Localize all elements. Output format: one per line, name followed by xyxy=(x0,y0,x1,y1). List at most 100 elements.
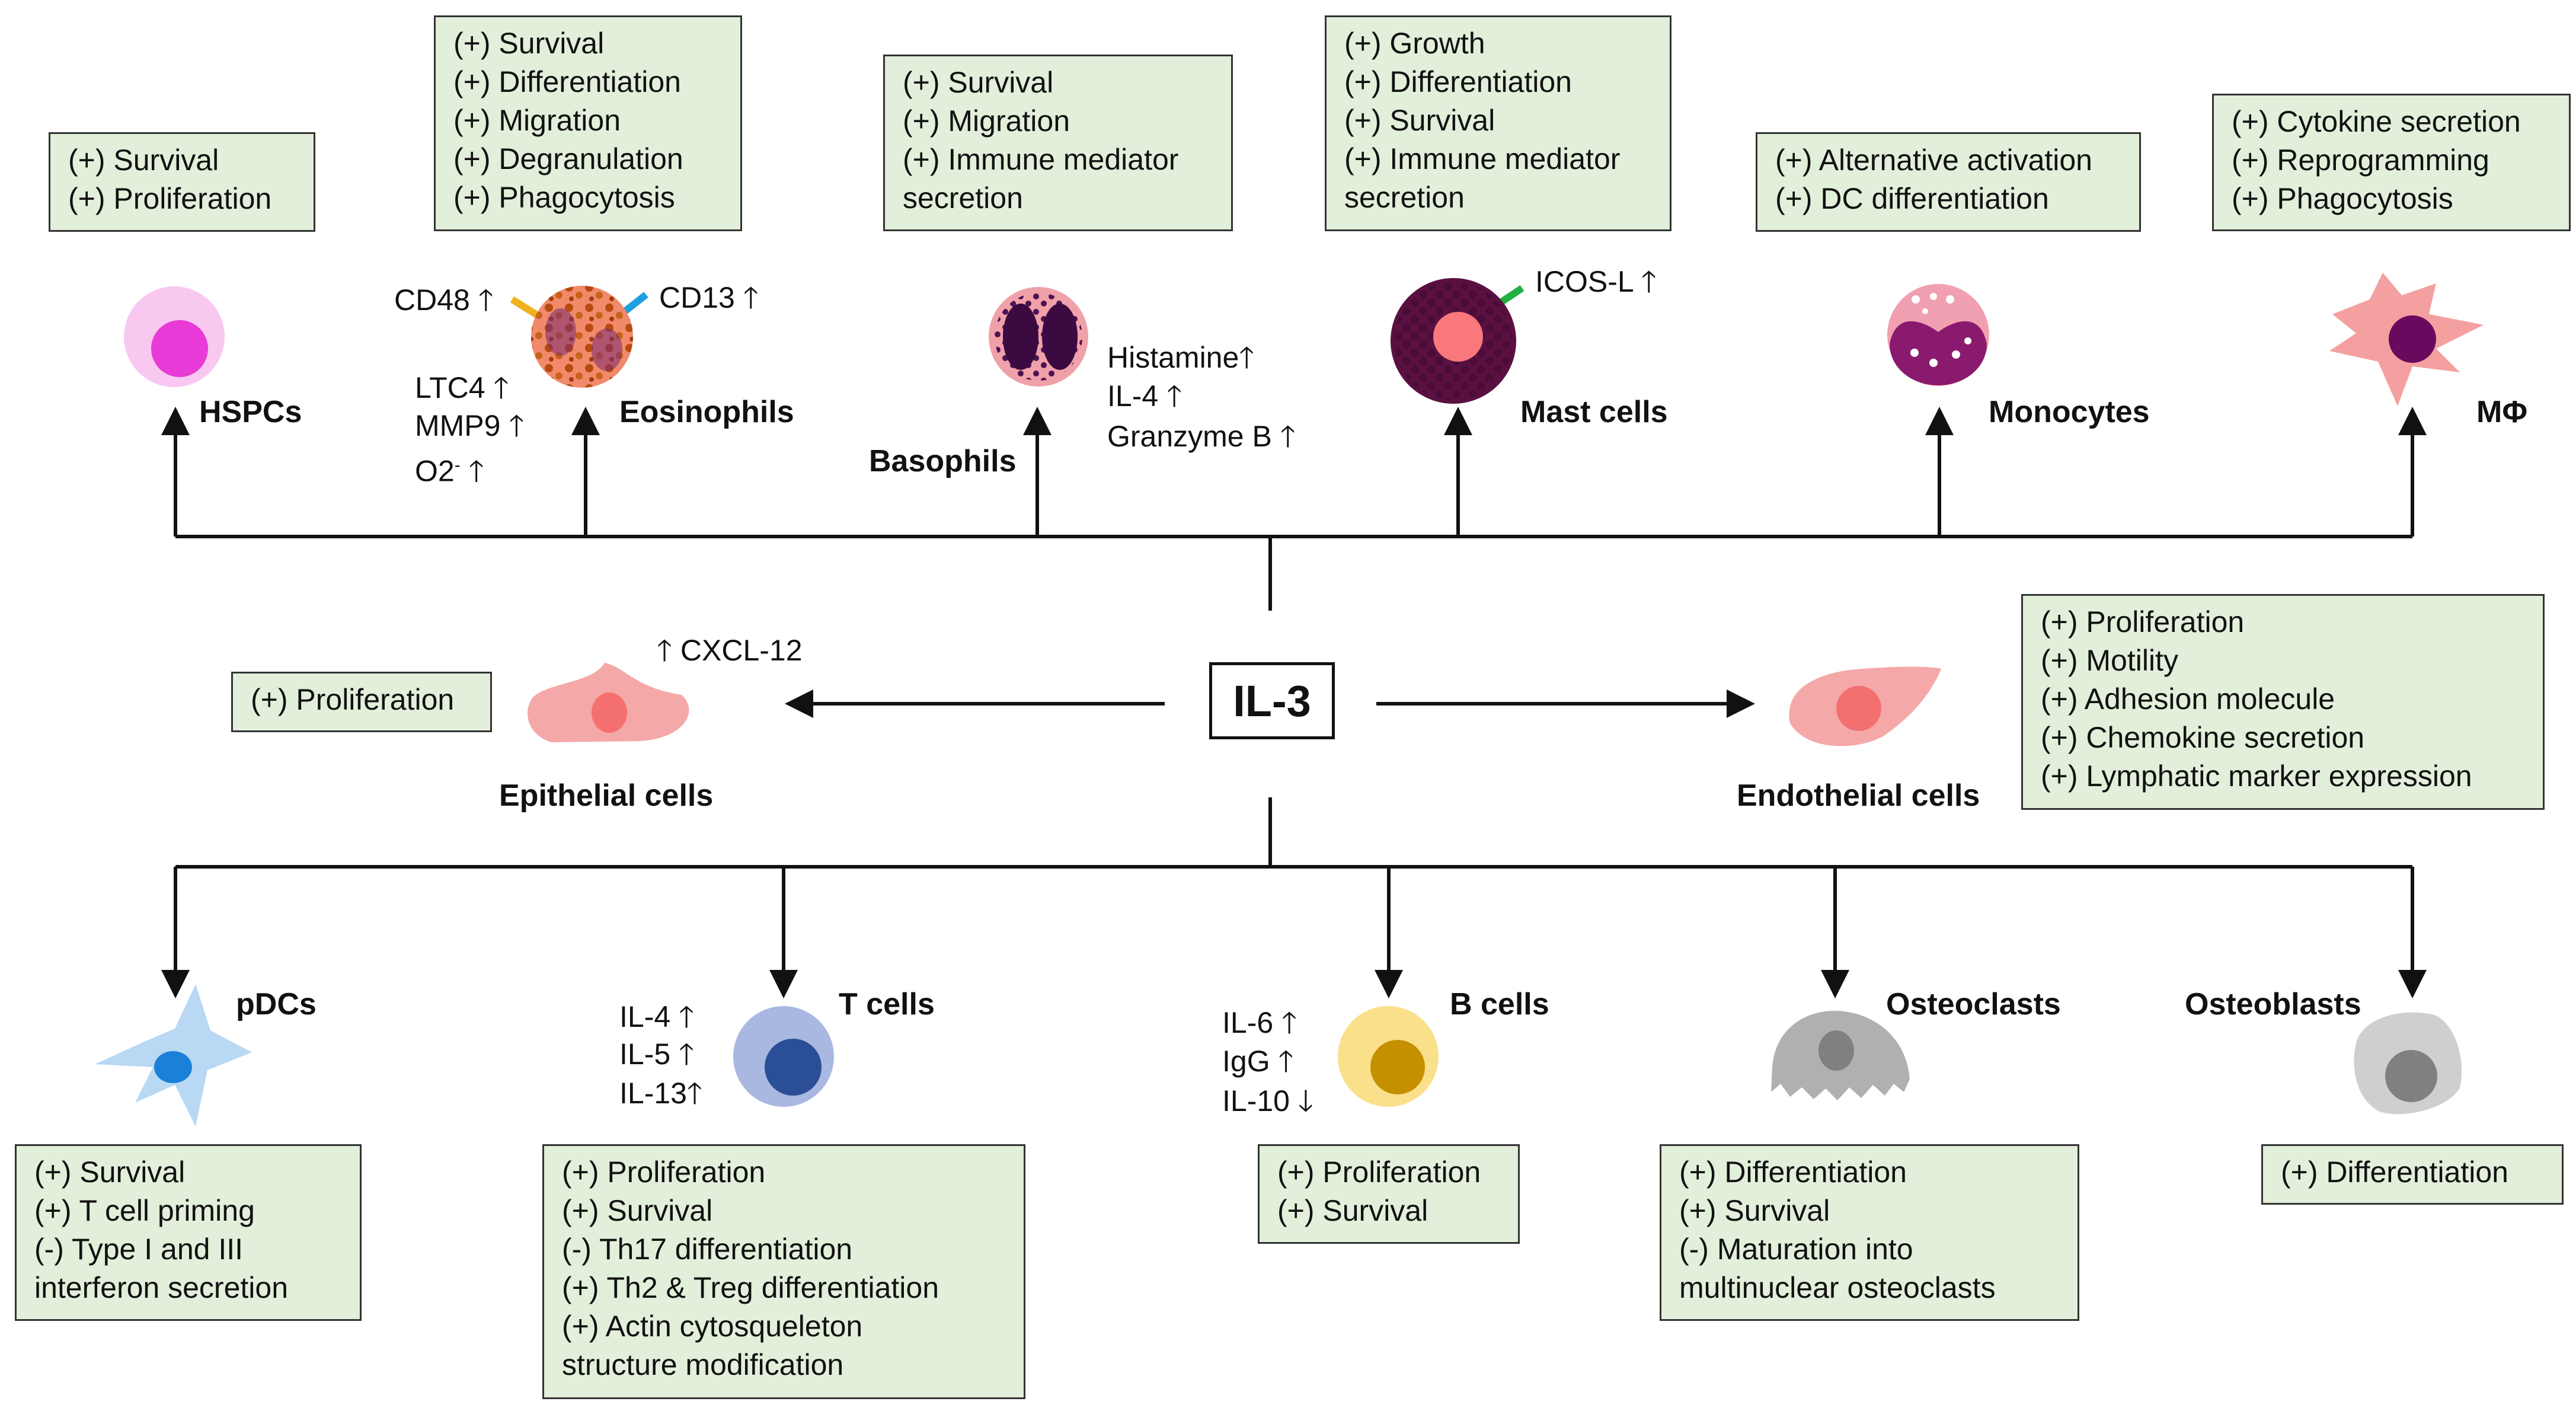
marker-cd48: CD48 🡑 xyxy=(394,282,494,318)
arrow-up-icon: 🡑 xyxy=(679,1000,695,1033)
bottom-connectors xyxy=(161,797,2427,998)
marker-text: ICOS-L xyxy=(1535,265,1633,298)
effect-line: (+) Survival xyxy=(562,1194,713,1227)
effect-line: (+) Survival xyxy=(453,27,605,60)
effect-line: (+) Immune mediator xyxy=(1344,142,1621,175)
marker-text: MMP9 xyxy=(415,409,501,442)
effect-line: (+) Cytokine secretion xyxy=(2232,105,2521,138)
tcells-effects-box: (+) Proliferation (+) Survival (-) Th17 … xyxy=(542,1144,1025,1399)
basophils-label: Basophils xyxy=(869,444,1017,478)
effect-line: (+) Motility xyxy=(2041,644,2178,677)
eosinophils-label: Eosinophils xyxy=(619,395,794,429)
effect-line: secretion xyxy=(1344,181,1465,214)
monocytes-effects-box: (+) Alternative activation (+) DC differ… xyxy=(1756,132,2141,232)
marker-tcell-il13: IL-13🡑 xyxy=(619,1075,702,1111)
effect-line: (-) Th17 differentiation xyxy=(562,1233,853,1266)
bcells-label: B cells xyxy=(1450,987,1549,1021)
arrow-up-icon: 🡑 xyxy=(1641,265,1657,298)
effect-line: (+) Alternative activation xyxy=(1775,143,2092,177)
effect-line: (+) T cell priming xyxy=(34,1194,255,1227)
osteoclast-cell-icon xyxy=(1771,1011,1910,1100)
mast-effects-box: (+) Growth (+) Differentiation (+) Survi… xyxy=(1325,15,1671,231)
effect-line: (+) Degranulation xyxy=(453,142,683,175)
marker-granzyme: Granzyme B 🡑 xyxy=(1107,419,1296,454)
effect-line: (+) Survival xyxy=(68,143,219,177)
hspcs-effects-box: (+) Survival (+) Proliferation xyxy=(49,132,315,232)
macrophage-cell-icon xyxy=(2329,273,2484,406)
marker-text: IL-5 xyxy=(619,1038,671,1071)
arrow-up-icon: 🡑 xyxy=(686,1077,702,1110)
osteoclasts-label: Osteoclasts xyxy=(1886,987,2061,1021)
effect-line: (+) Growth xyxy=(1344,27,1485,60)
endothelial-effects-box: (+) Proliferation (+) Motility (+) Adhes… xyxy=(2021,594,2545,810)
marker-ltc4: LTC4 🡑 xyxy=(415,370,509,406)
marker-tcell-il5: IL-5 🡑 xyxy=(619,1036,694,1072)
effect-line: (-) Type I and III xyxy=(34,1233,244,1266)
effect-line: (+) Differentiation xyxy=(453,65,681,98)
pdcs-effects-box: (+) Survival (+) T cell priming (-) Type… xyxy=(15,1144,362,1321)
marker-bcell-il6: IL-6 🡑 xyxy=(1222,1005,1297,1040)
arrow-up-icon: 🡑 xyxy=(1280,420,1296,453)
marker-text: LTC4 xyxy=(415,371,485,404)
arrow-up-icon: 🡑 xyxy=(468,454,484,488)
osteoblast-cell-icon xyxy=(2354,1012,2462,1115)
effect-line: (+) Chemokine secretion xyxy=(2041,721,2365,754)
effect-line: interferon secretion xyxy=(34,1271,289,1304)
monocytes-label: Monocytes xyxy=(1989,395,2150,429)
epithelial-label: Epithelial cells xyxy=(499,778,714,813)
marker-text: CD48 xyxy=(394,283,470,317)
effect-line: (+) Proliferation xyxy=(562,1155,766,1189)
top-connectors xyxy=(161,407,2427,611)
marker-text: CD13 xyxy=(659,281,735,314)
marker-text: IL-4 xyxy=(619,1000,671,1033)
effect-line: (+) Proliferation xyxy=(251,683,455,716)
effect-line: (+) Th2 & Treg differentiation xyxy=(562,1271,939,1304)
marker-text: CXCL-12 xyxy=(680,634,803,667)
mast-label: Mast cells xyxy=(1520,395,1668,429)
marker-text: O2 xyxy=(415,454,455,488)
osteoblasts-label: Osteoblasts xyxy=(2185,987,2361,1021)
bcells-effects-box: (+) Proliferation (+) Survival xyxy=(1258,1144,1520,1244)
osteoclasts-effects-box: (+) Differentiation (+) Survival (-) Mat… xyxy=(1660,1144,2079,1321)
marker-text: IL-10 xyxy=(1222,1084,1290,1118)
eosinophil-cell-icon xyxy=(510,286,648,388)
marker-text: IL-6 xyxy=(1222,1006,1274,1039)
monocyte-cell-icon xyxy=(1887,284,1989,386)
marker-text: IL-13 xyxy=(619,1077,687,1110)
arrow-down-icon: 🡓 xyxy=(1297,1084,1313,1118)
effect-line: (-) Maturation into xyxy=(1679,1233,1913,1266)
marker-histamine: Histamine🡑 xyxy=(1107,340,1254,375)
effect-line: (+) Proliferation xyxy=(68,182,272,215)
marker-text: IL-4 xyxy=(1107,379,1159,413)
effect-line: (+) Survival xyxy=(34,1155,186,1189)
eosinophils-effects-box: (+) Survival (+) Differentiation (+) Mig… xyxy=(434,15,742,231)
effect-line: (+) Proliferation xyxy=(2041,605,2245,639)
pdcs-label: pDCs xyxy=(236,987,317,1021)
effect-line: (+) Survival xyxy=(903,66,1054,99)
effect-line: (+) Differentiation xyxy=(2281,1155,2508,1189)
effect-line: (+) Migration xyxy=(903,104,1070,138)
arrow-up-icon: 🡑 xyxy=(1166,379,1182,413)
effect-line: secretion xyxy=(903,181,1023,215)
endothelial-label: Endothelial cells xyxy=(1737,778,1980,813)
tcell-icon xyxy=(733,1006,834,1107)
tcells-label: T cells xyxy=(839,987,935,1021)
marker-cxcl12: 🡑 CXCL-12 xyxy=(657,633,803,668)
osteoblasts-effects-box: (+) Differentiation xyxy=(2261,1144,2564,1205)
effect-line: (+) Adhesion molecule xyxy=(2041,682,2335,716)
effect-line: structure modification xyxy=(562,1348,844,1381)
arrow-up-icon: 🡑 xyxy=(743,281,759,314)
arrow-up-icon: 🡑 xyxy=(657,634,672,667)
effect-line: (+) Reprogramming xyxy=(2232,143,2489,177)
marker-cd13: CD13 🡑 xyxy=(659,280,759,315)
il3-center-box: IL-3 xyxy=(1209,662,1335,739)
arrow-up-icon: 🡑 xyxy=(1278,1045,1294,1078)
arrow-up-icon: 🡑 xyxy=(509,409,525,442)
mast-cell-icon xyxy=(1391,278,1524,404)
effect-line: (+) Lymphatic marker expression xyxy=(2041,759,2472,793)
effect-line: (+) Survival xyxy=(1344,104,1495,137)
basophils-effects-box: (+) Survival (+) Migration (+) Immune me… xyxy=(883,55,1233,231)
effect-line: (+) Actin cytosqueleton xyxy=(562,1310,863,1343)
effect-line: (+) Survival xyxy=(1277,1194,1428,1227)
